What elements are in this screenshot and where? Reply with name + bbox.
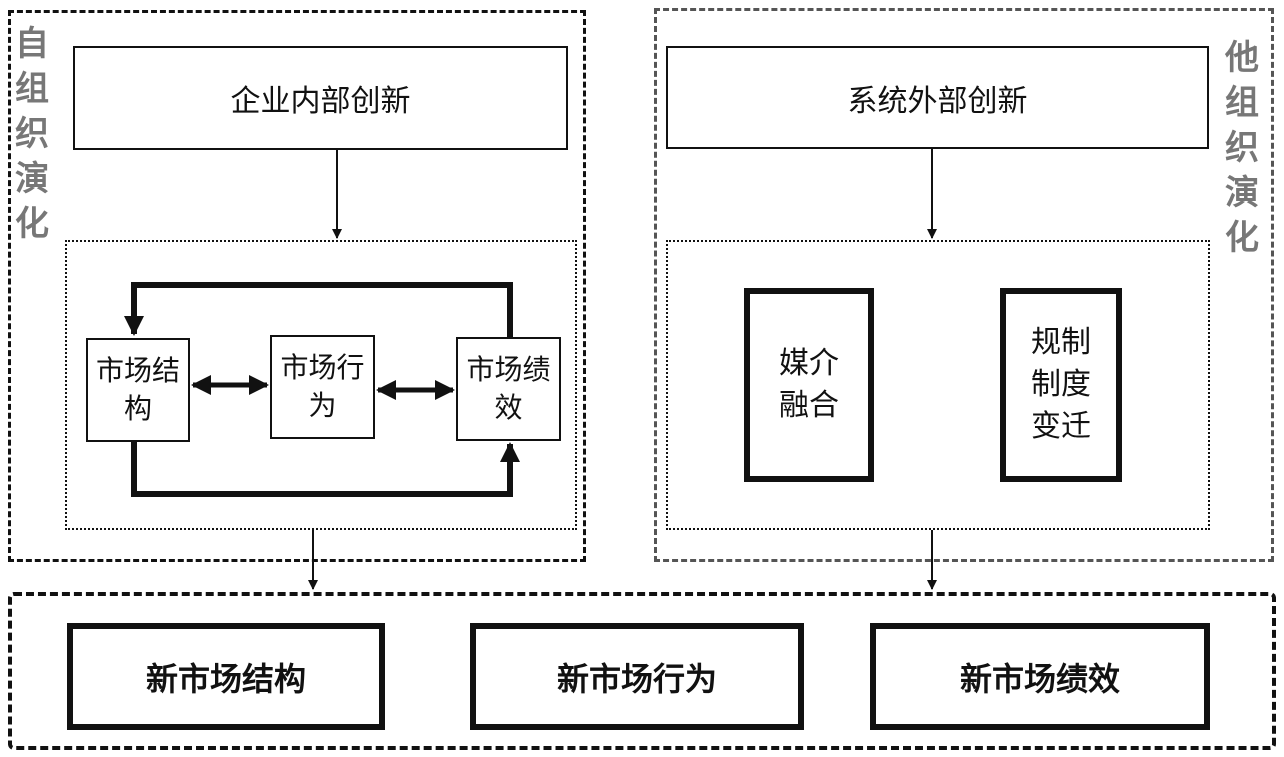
external-innovation-box: 系统外部创新 [666,46,1209,149]
arrow-performance-to-structure [124,282,513,337]
external-factors-frame [666,240,1210,530]
self-organization-frame [8,10,586,562]
self-organization-label: 自组织演化 [15,24,49,244]
market-conduct-box: 市场行为 [270,335,375,439]
new-market-structure-box: 新市场结构 [67,623,385,730]
regulation-change-box: 规制制度变迁 [1000,288,1122,482]
hetero-organization-frame [654,8,1274,562]
market-performance-box: 市场绩效 [456,337,561,441]
internal-innovation-box: 企业内部创新 [73,46,568,150]
arrow-structure-to-performance [131,442,520,497]
new-market-performance-box: 新市场绩效 [870,623,1210,730]
new-market-conduct-box: 新市场行为 [470,623,804,730]
market-structure-box: 市场结构 [86,338,190,442]
hetero-organization-label: 他组织演化 [1225,38,1259,258]
media-convergence-box: 媒介融合 [744,288,874,482]
scp-cycle-frame [65,240,577,530]
new-market-frame [8,592,1276,750]
